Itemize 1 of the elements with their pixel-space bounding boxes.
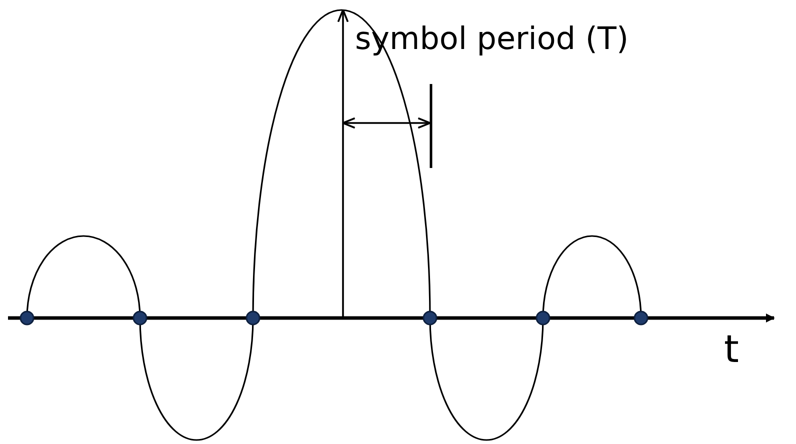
axis-label: t (724, 330, 739, 368)
